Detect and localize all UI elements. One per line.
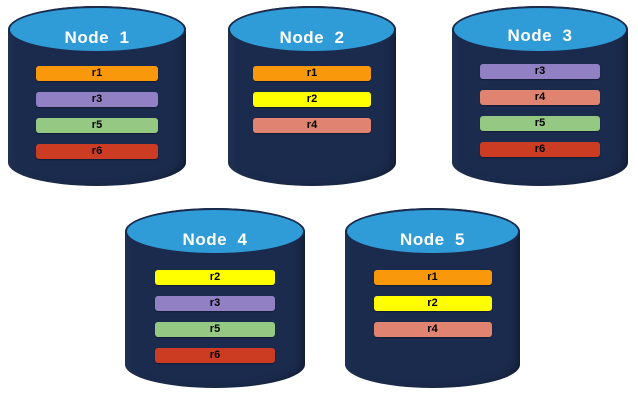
- replica-shard-r1[interactable]: r1: [253, 66, 371, 81]
- replica-label: r3: [209, 297, 221, 309]
- replica-label: r1: [91, 67, 103, 79]
- replica-label: r5: [91, 119, 103, 131]
- cylinder-top-ellipse: [228, 6, 396, 53]
- replica-shard-r2[interactable]: r2: [373, 296, 492, 311]
- cylinder-top-ellipse: [452, 6, 628, 53]
- replica-shard-r6[interactable]: r6: [480, 142, 600, 157]
- replica-label: r2: [209, 271, 221, 283]
- replica-shard-r4[interactable]: r4: [373, 322, 492, 337]
- replica-label: r4: [534, 91, 546, 103]
- replica-label: r5: [209, 323, 221, 335]
- replica-label: r2: [427, 297, 438, 309]
- replica-shard-r5[interactable]: r5: [480, 116, 600, 131]
- replica-shard-r4[interactable]: r4: [480, 90, 600, 105]
- replica-label: r2: [306, 93, 318, 105]
- cylinder-top-ellipse: [125, 208, 305, 255]
- cylinder-top-ellipse: [345, 208, 520, 255]
- cylinder-top-ellipse: [8, 6, 186, 53]
- replica-label: r4: [306, 119, 318, 131]
- replica-label: r3: [91, 93, 103, 105]
- replica-list: r1 r3 r5 r6: [8, 66, 186, 159]
- replica-shard-r6[interactable]: r6: [36, 144, 158, 159]
- replica-shard-r3[interactable]: r3: [155, 296, 275, 311]
- replica-shard-r2[interactable]: r2: [155, 270, 275, 285]
- replica-list: r1 r2 r4: [228, 66, 396, 133]
- replica-list: r2 r3 r5 r6: [125, 270, 305, 363]
- replica-shard-r3[interactable]: r3: [36, 92, 158, 107]
- replica-shard-r1[interactable]: r1: [36, 66, 158, 81]
- replica-shard-r5[interactable]: r5: [155, 322, 275, 337]
- replica-label: r5: [534, 117, 546, 129]
- replica-shard-r2[interactable]: r2: [253, 92, 371, 107]
- replica-shard-r4[interactable]: r4: [253, 118, 371, 133]
- replica-label: r4: [427, 323, 438, 335]
- replica-shard-r1[interactable]: r1: [373, 270, 492, 285]
- replica-list: r1 r2 r4: [345, 270, 520, 337]
- replica-list: r3 r4 r5 r6: [452, 64, 628, 157]
- replica-shard-r3[interactable]: r3: [480, 64, 600, 79]
- replica-shard-r5[interactable]: r5: [36, 118, 158, 133]
- replica-label: r6: [91, 145, 103, 157]
- replica-shard-r6[interactable]: r6: [155, 348, 275, 363]
- replica-label: r1: [427, 271, 438, 283]
- replica-label: r1: [306, 67, 318, 79]
- replica-label: r3: [534, 65, 546, 77]
- replica-label: r6: [209, 349, 221, 361]
- replica-label: r6: [534, 143, 546, 155]
